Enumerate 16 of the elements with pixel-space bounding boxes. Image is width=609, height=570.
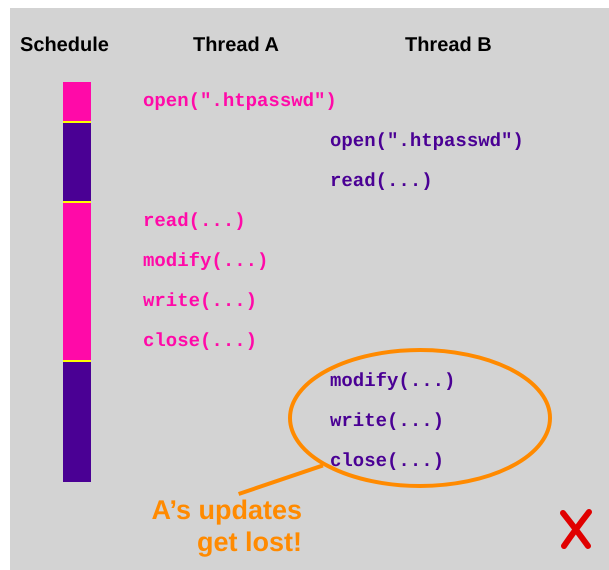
code-line: write(...)	[330, 410, 444, 432]
column-header: Thread A	[193, 34, 279, 57]
code-line: write(...)	[143, 290, 258, 312]
code-line: modify(...)	[330, 370, 456, 392]
code-line: read(...)	[330, 170, 433, 192]
leader-line	[238, 464, 324, 496]
column-header: Schedule	[20, 34, 109, 57]
annotation-text: A’s updates get lost!	[150, 494, 302, 558]
code-line: close(...)	[143, 330, 258, 352]
code-line: open(".htpasswd")	[143, 90, 337, 112]
highlight-ellipse	[288, 348, 552, 488]
column-header: Thread B	[405, 34, 492, 57]
code-line: read(...)	[143, 210, 246, 232]
code-line: modify(...)	[143, 250, 268, 272]
code-line: close(...)	[330, 450, 444, 472]
code-line: open(".htpasswd")	[330, 130, 524, 152]
